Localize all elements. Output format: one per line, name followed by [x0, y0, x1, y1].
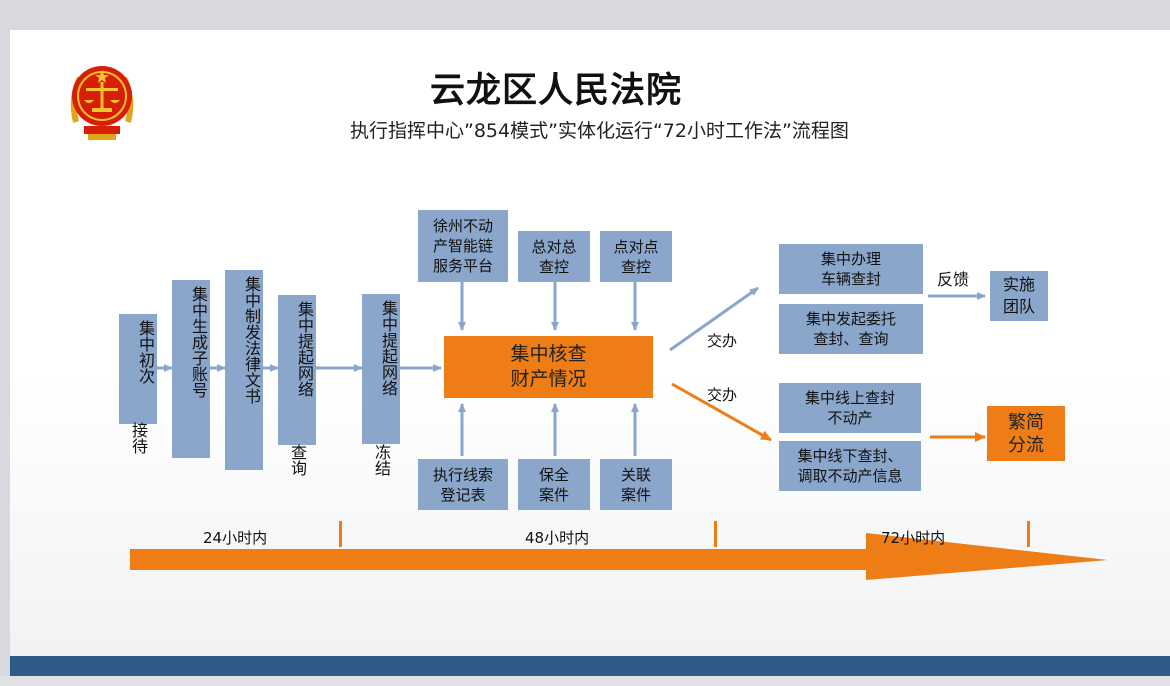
input-clue-register: 执行线索 登记表 [418, 459, 508, 510]
timeline-label-72h: 72小时内 [881, 529, 946, 547]
input-preservation-cases: 保全 案件 [518, 459, 590, 510]
step-network-query: 集中提起网络 [278, 295, 316, 445]
input-point-control: 点对点 查控 [600, 231, 672, 282]
timeline-tick-3 [1027, 521, 1030, 547]
page-title: 云龙区人民法院 [430, 71, 683, 111]
center-asset-verification: 集中核查 财产情况 [444, 336, 653, 398]
page-subtitle: 执行指挥中心”854模式”实体化运行“72小时工作法”流程图 [350, 120, 849, 142]
center-line-1: 集中核查 [510, 343, 587, 365]
step-initial-reception: 集中初次 [119, 314, 157, 424]
label-handover-lower: 交办 [707, 386, 738, 404]
box-case-triage: 繁简 分流 [987, 406, 1065, 461]
court-emblem-icon [66, 60, 138, 142]
step-network-query-tail: 查询 [288, 444, 307, 476]
timeline-tick-1 [339, 521, 342, 547]
input-related-cases: 关联 案件 [600, 459, 672, 510]
box-vehicle-seizure: 集中办理 车辆查封 [779, 244, 923, 294]
step-issue-legal-docs: 集中制发法律文书 [225, 270, 263, 470]
timeline-label-24h: 24小时内 [203, 529, 268, 547]
timeline-tick-2 [714, 521, 717, 547]
box-online-property-seizure: 集中线上查封 不动产 [779, 383, 921, 433]
box-entrusted-seizure: 集中发起委托 查封、查询 [779, 304, 923, 354]
label-handover-upper: 交办 [707, 332, 738, 350]
label-feedback: 反馈 [937, 270, 970, 289]
step-initial-reception-tail: 接待 [129, 422, 148, 454]
arrow-lower-branch [671, 382, 772, 442]
center-line-2: 财产情况 [510, 368, 587, 390]
timeline-arrow [130, 533, 1108, 580]
arrow-upper-branch [669, 286, 759, 352]
box-offline-property-seizure: 集中线下查封、 调取不动产信息 [779, 441, 921, 491]
step-network-freeze-tail: 冻结 [372, 444, 391, 476]
step-generate-sub-account: 集中生成子账号 [172, 280, 210, 458]
step-network-freeze: 集中提起网络 [362, 294, 400, 444]
box-execution-team: 实施 团队 [990, 271, 1048, 321]
input-real-estate-chain-platform: 徐州不动 产智能链 服务平台 [418, 210, 508, 282]
footer-strip [0, 676, 1170, 686]
footer-bar [10, 656, 1170, 676]
timeline-label-48h: 48小时内 [525, 529, 590, 547]
input-national-control: 总对总 查控 [518, 231, 590, 282]
